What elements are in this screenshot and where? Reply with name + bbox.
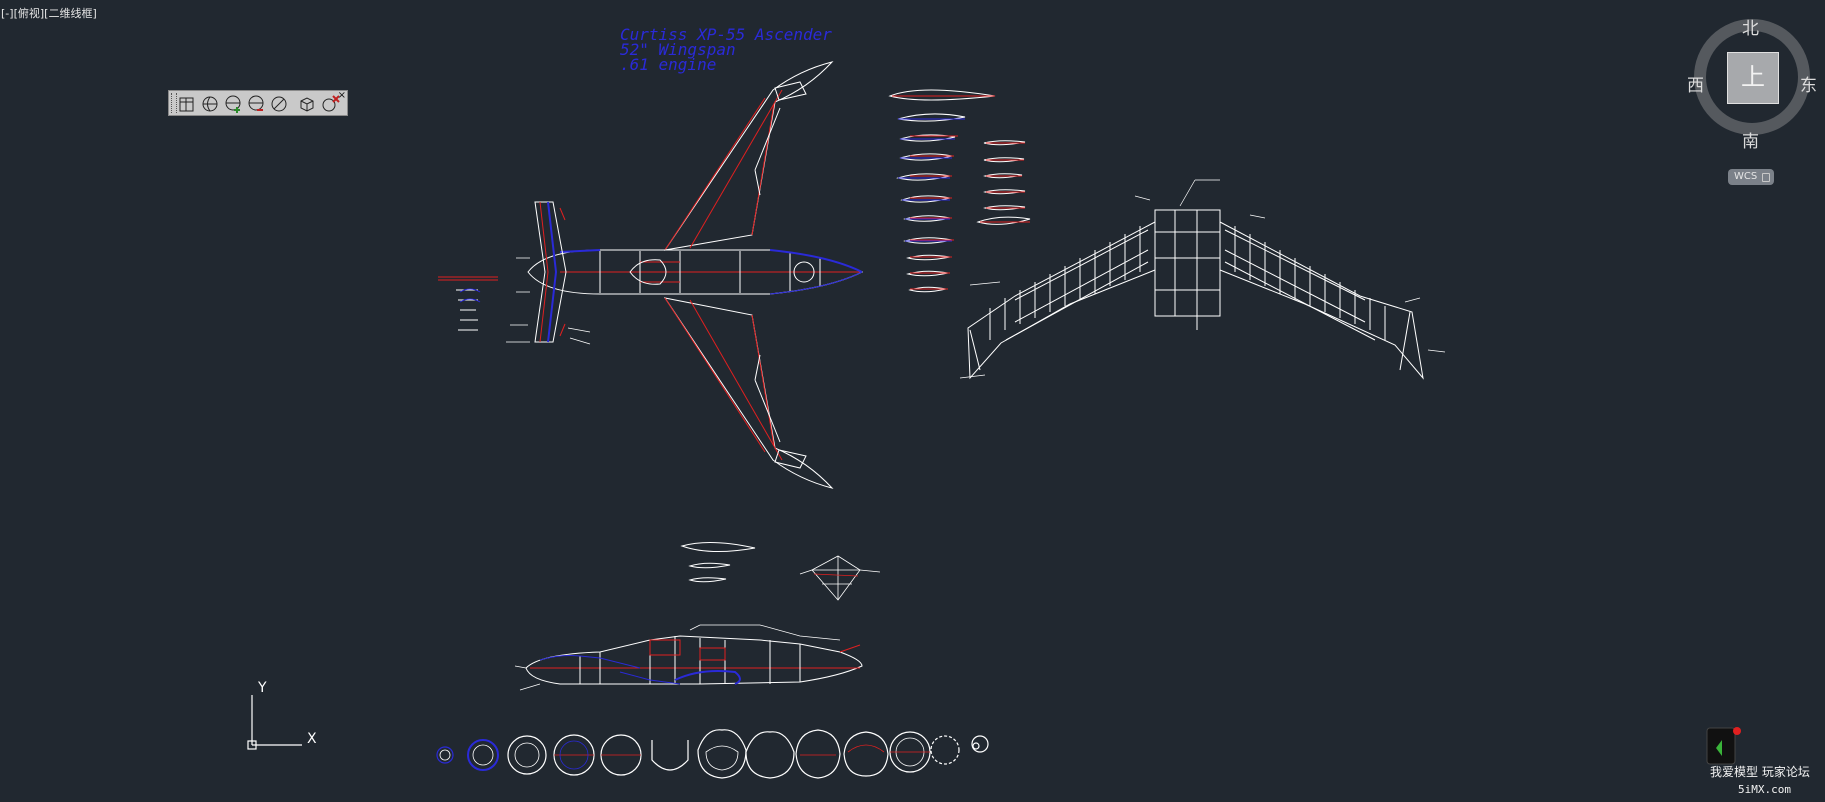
orbit-icon[interactable] <box>200 94 220 114</box>
toolbar-close-button[interactable]: × <box>337 90 346 101</box>
viewcube-compass-ring[interactable] <box>1685 14 1825 174</box>
wcs-menu-button[interactable]: WCS <box>1728 169 1774 185</box>
compass-west[interactable]: 西 <box>1687 76 1704 96</box>
watermark-url: 5iMX.com <box>1738 783 1791 796</box>
viewcube-top-face[interactable]: 上 <box>1727 52 1779 104</box>
watermark: 我爱模型 玩家论坛 5iMX.com <box>1704 726 1825 802</box>
remove-view-icon[interactable] <box>246 94 266 114</box>
former-detail-group <box>438 257 591 345</box>
viewport-label: [-][俯视][二维线框] <box>1 5 97 21</box>
view-toolbar: × <box>168 90 348 116</box>
aircraft-top-view <box>527 61 864 489</box>
compass-south[interactable]: 南 <box>1742 132 1759 152</box>
viewcube[interactable]: 北 南 西 东 上 WCS <box>1685 14 1825 185</box>
visual-style-menu[interactable]: [二维线框] <box>44 7 97 20</box>
canard-detail <box>799 555 881 601</box>
ucs-y-label: Y <box>257 680 267 696</box>
view-menu[interactable]: [俯视] <box>13 7 45 20</box>
watermark-logo-icon <box>1706 727 1741 765</box>
viewport-controls-menu[interactable]: [-] <box>1 7 14 20</box>
compass-north[interactable]: 北 <box>1742 19 1759 39</box>
add-view-icon[interactable] <box>223 94 243 114</box>
watermark-text: 我爱模型 玩家论坛 <box>1710 765 1810 779</box>
airfoil-sections-large <box>888 89 996 293</box>
title-line-2: 52" Wingspan <box>620 40 736 59</box>
wing-structure-callouts <box>959 179 1446 379</box>
toolbar-grip[interactable] <box>171 93 177 113</box>
title-line-1: Curtiss XP-55 Ascender <box>620 25 832 44</box>
compass-east[interactable]: 东 <box>1800 76 1817 96</box>
wing-structure-view <box>967 209 1424 380</box>
shade-icon[interactable] <box>269 94 289 114</box>
view-cube-icon[interactable] <box>177 94 197 114</box>
ucs-icon: Y X <box>247 680 317 750</box>
iso-view-icon[interactable] <box>297 94 317 114</box>
aircraft-side-view <box>514 624 863 691</box>
small-airfoils-lower <box>680 541 756 583</box>
title-line-3: .61 engine <box>620 55 716 74</box>
delete-view-icon[interactable] <box>320 94 340 114</box>
fuselage-formers <box>436 729 989 779</box>
ucs-x-label: X <box>307 731 317 747</box>
airfoil-sections-small <box>976 140 1031 225</box>
